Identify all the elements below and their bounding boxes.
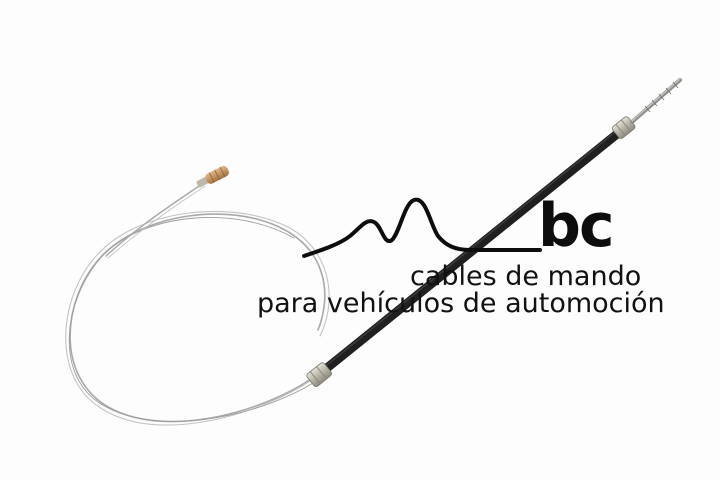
left-end-fitting [196,165,229,188]
threaded-rod-end [630,78,682,124]
lower-ferrule [306,362,332,387]
wire-coil [65,183,330,426]
logo-mark-icon [302,197,542,258]
